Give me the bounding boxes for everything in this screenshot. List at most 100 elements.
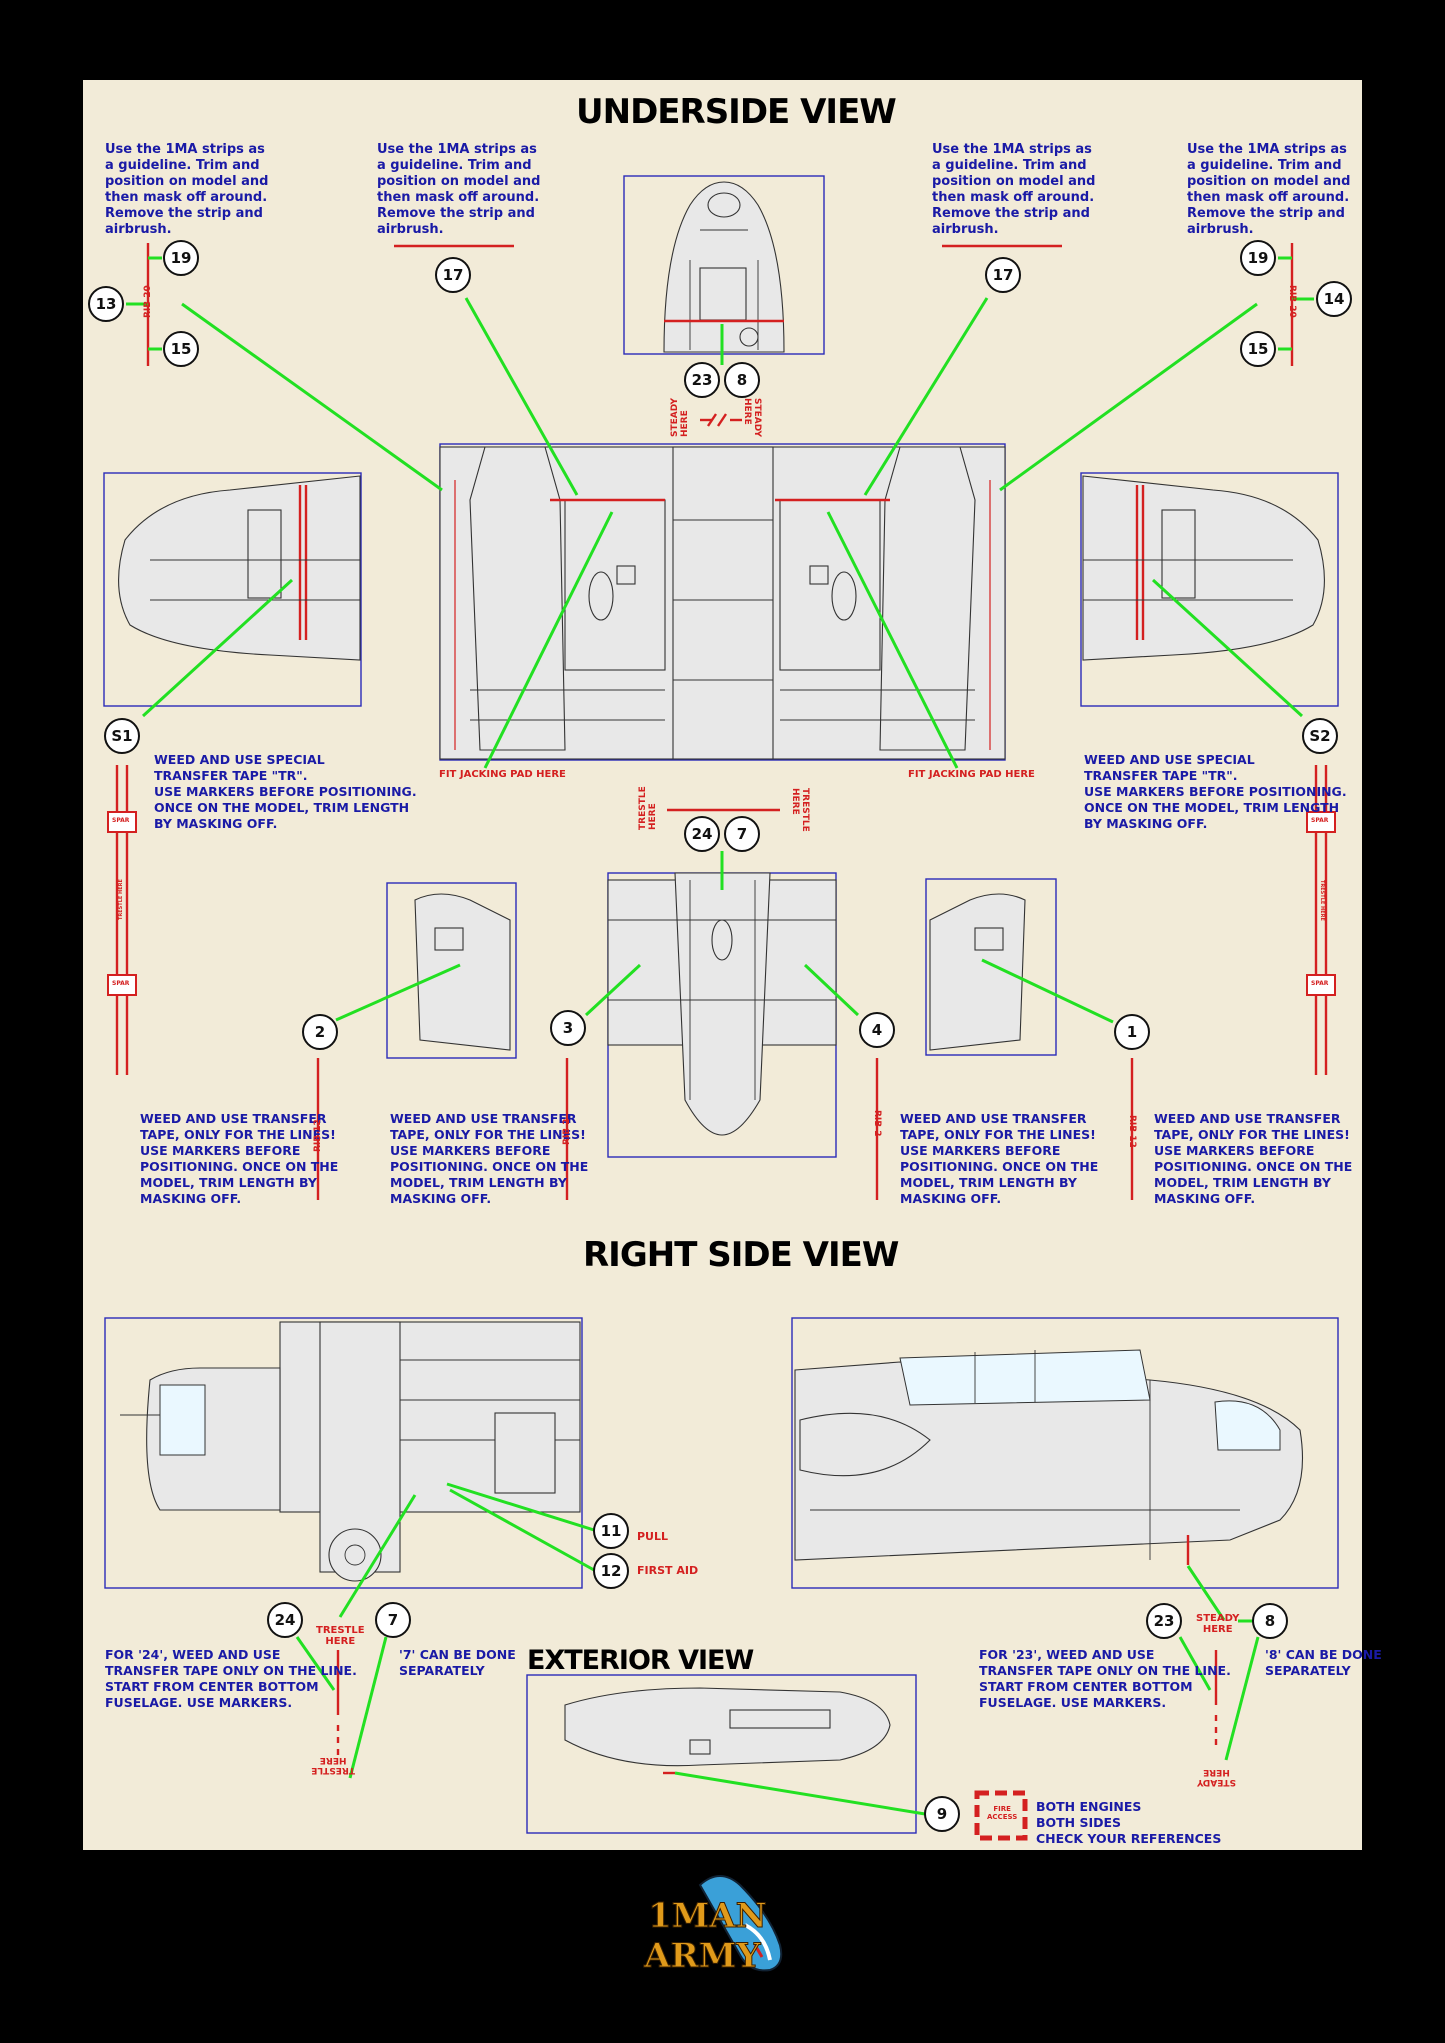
callout-9: 9 xyxy=(924,1796,960,1832)
trestle-here-top-left: TRESTLE HERE xyxy=(638,786,658,830)
note-8: '8' CAN BE DONE SEPARATELY xyxy=(1265,1647,1382,1678)
steady-here-top-right: STEADY HERE xyxy=(742,398,762,438)
nose-underside-panel xyxy=(623,175,825,355)
brand-logo: 1MAN ARMY xyxy=(640,1865,810,1985)
fit-jacking-label-right: FIT JACKING PAD HERE xyxy=(908,769,1035,780)
left-fin-panel xyxy=(386,882,517,1059)
svg-text:S1: S1 xyxy=(111,727,132,745)
svg-text:17: 17 xyxy=(443,266,464,284)
steady-here-side: STEADY HERE xyxy=(1196,1613,1240,1635)
special-tape-note-right: WEED AND USE SPECIAL TRANSFER TAPE "TR".… xyxy=(1084,752,1347,831)
svg-text:23: 23 xyxy=(1154,1612,1175,1630)
callout-17-right: 17 xyxy=(985,257,1021,293)
logo-graphic: 1MAN ARMY xyxy=(643,1875,783,1977)
callout-1: 1 xyxy=(1114,1014,1150,1050)
svg-text:11: 11 xyxy=(601,1522,622,1540)
callout-13: 13 xyxy=(88,286,124,322)
first-aid-label: FIRST AID xyxy=(637,1564,699,1577)
transfer-lines-note-3: WEED AND USE TRANSFER TAPE, ONLY FOR THE… xyxy=(900,1111,1099,1206)
underside-view-heading: UNDERSIDE VIEW xyxy=(576,92,897,132)
svg-text:24: 24 xyxy=(692,825,713,843)
callout-15-left: 15 xyxy=(163,331,199,367)
guideline-note-1: Use the 1MA strips as a guideline. Trim … xyxy=(105,142,269,237)
svg-text:7: 7 xyxy=(388,1611,398,1629)
svg-text:S2: S2 xyxy=(1309,727,1330,745)
callout-3: 3 xyxy=(550,1010,586,1046)
callout-11: 11 xyxy=(593,1513,629,1549)
callout-12: 12 xyxy=(593,1553,629,1589)
fit-jacking-label-left: FIT JACKING PAD HERE xyxy=(439,769,566,780)
callout-markers: 19 13 15 17 23 8 17 19 14 15 S1 S2 24 7 … xyxy=(88,240,1352,1832)
callout-24-side: 24 xyxy=(267,1602,303,1638)
trestle-strip-right: TRESTLE HERE xyxy=(1319,880,1325,921)
svg-text:1: 1 xyxy=(1127,1023,1137,1041)
rib12-label-left: RIB 12 xyxy=(313,1119,323,1152)
callout-7-top: 7 xyxy=(724,816,760,852)
front-fuselage-side-panel xyxy=(791,1317,1339,1589)
svg-text:8: 8 xyxy=(1265,1612,1275,1630)
spar-tag-4: SPAR xyxy=(1311,980,1329,987)
svg-text:19: 19 xyxy=(1248,249,1269,267)
svg-text:23: 23 xyxy=(692,371,713,389)
exterior-view-heading: EXTERIOR VIEW xyxy=(527,1645,754,1676)
trestle-strip-left: TRESTLE HERE xyxy=(118,879,124,920)
callout-8-top: 8 xyxy=(724,362,760,398)
svg-text:3: 3 xyxy=(563,1019,573,1037)
pull-label: PULL xyxy=(637,1530,669,1543)
svg-text:14: 14 xyxy=(1324,290,1345,308)
note-24: FOR '24', WEED AND USE TRANSFER TAPE ONL… xyxy=(105,1647,357,1710)
svg-text:24: 24 xyxy=(275,1611,296,1629)
rib2-label-right: RIB 2 xyxy=(872,1110,882,1137)
logo-line-2: ARMY xyxy=(643,1936,761,1976)
right-fin-panel xyxy=(925,878,1057,1056)
svg-text:7: 7 xyxy=(737,825,747,843)
leader-lines xyxy=(126,256,1314,1816)
fire-access-label: FIRE ACCESS xyxy=(987,1805,1018,1821)
svg-text:15: 15 xyxy=(1248,340,1269,358)
engines-note: BOTH ENGINES BOTH SIDES CHECK YOUR REFER… xyxy=(1036,1799,1222,1846)
rib20-label-right: RIB 20 xyxy=(1287,285,1297,318)
spar-tag-3: SPAR xyxy=(1311,817,1329,824)
steady-here-top-left: STEADY HERE xyxy=(670,397,690,437)
svg-text:12: 12 xyxy=(601,1562,622,1580)
note-7: '7' CAN BE DONE SEPARATELY xyxy=(399,1647,516,1678)
left-outer-wing-panel xyxy=(103,472,362,707)
guideline-note-3: Use the 1MA strips as a guideline. Trim … xyxy=(932,142,1096,237)
note-23: FOR '23', WEED AND USE TRANSFER TAPE ONL… xyxy=(979,1647,1231,1710)
rear-fuselage-side-panel xyxy=(104,1317,583,1589)
svg-text:2: 2 xyxy=(315,1023,325,1041)
callout-4: 4 xyxy=(859,1012,895,1048)
svg-text:19: 19 xyxy=(171,249,192,267)
trestle-here-bottom-inverted: TRESTLE HERE xyxy=(311,1755,355,1775)
callout-2: 2 xyxy=(302,1014,338,1050)
callout-19-right: 19 xyxy=(1240,240,1276,276)
callout-s2: S2 xyxy=(1302,718,1338,754)
logo-line-1: 1MAN xyxy=(648,1896,767,1936)
rib12-label-right: RIB 12 xyxy=(1127,1115,1137,1148)
transfer-lines-note-1: WEED AND USE TRANSFER TAPE, ONLY FOR THE… xyxy=(140,1111,339,1206)
transfer-lines-note-4: WEED AND USE TRANSFER TAPE, ONLY FOR THE… xyxy=(1154,1111,1353,1206)
callout-17-left: 17 xyxy=(435,257,471,293)
trestle-here-side: TRESTLE HERE xyxy=(316,1625,365,1647)
svg-text:9: 9 xyxy=(937,1805,947,1823)
callout-15-right: 15 xyxy=(1240,331,1276,367)
right-outer-wing-panel xyxy=(1080,472,1339,707)
guideline-note-2: Use the 1MA strips as a guideline. Trim … xyxy=(377,142,541,237)
rib20-label-left: RIB 20 xyxy=(143,285,153,318)
special-tape-note-left: WEED AND USE SPECIAL TRANSFER TAPE "TR".… xyxy=(154,752,417,831)
svg-text:8: 8 xyxy=(737,371,747,389)
svg-text:17: 17 xyxy=(993,266,1014,284)
steady-here-bottom-inverted: STEADY HERE xyxy=(1196,1767,1236,1787)
svg-text:15: 15 xyxy=(171,340,192,358)
svg-text:13: 13 xyxy=(96,295,117,313)
marking-strips xyxy=(107,243,1336,1841)
tail-underside-panel xyxy=(607,872,837,1158)
callout-23-side: 23 xyxy=(1146,1603,1182,1639)
centre-wing-underside-panel xyxy=(439,443,1006,761)
trestle-here-top-right: TRESTLE HERE xyxy=(790,788,810,832)
transfer-lines-note-2: WEED AND USE TRANSFER TAPE, ONLY FOR THE… xyxy=(390,1111,589,1206)
spar-tag-2: SPAR xyxy=(112,980,130,987)
spar-tag-1: SPAR xyxy=(112,817,130,824)
callout-7-side: 7 xyxy=(375,1602,411,1638)
